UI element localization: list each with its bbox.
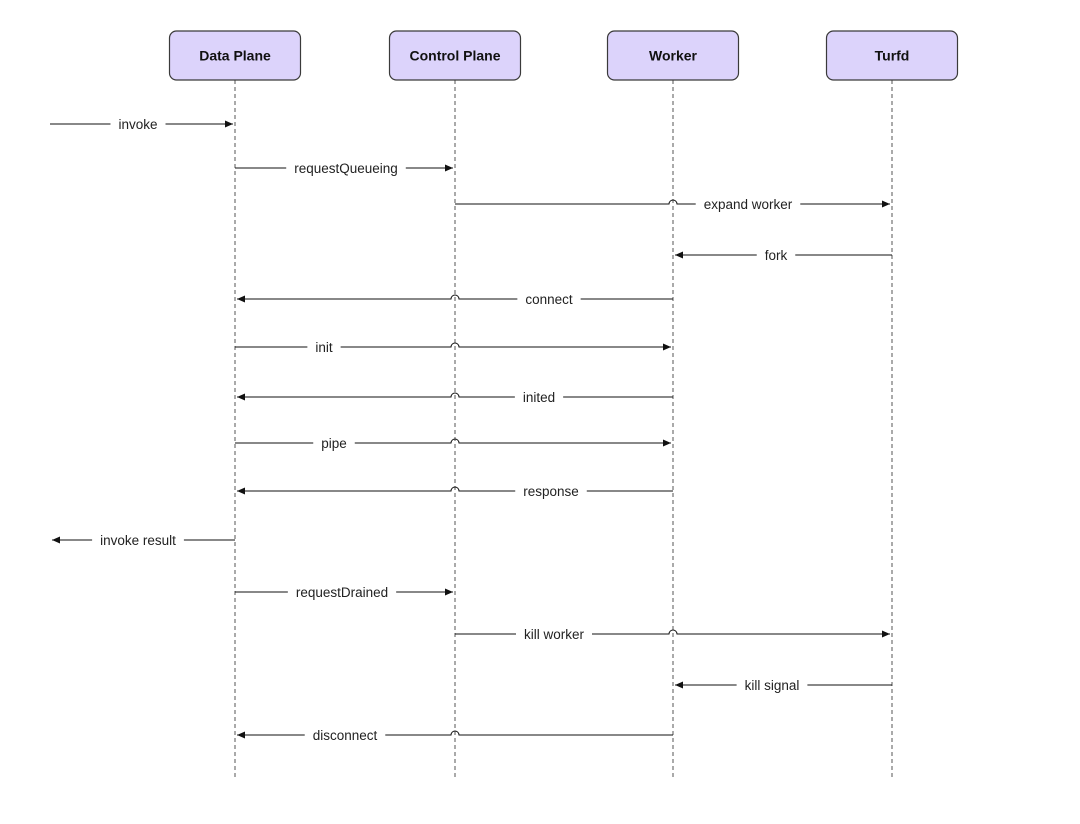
message-label: inited (523, 390, 555, 405)
participant-box (168, 30, 302, 81)
participants: Data Plane Control Plane Worker Turfd (168, 30, 959, 81)
message-line (235, 438, 671, 444)
arrow-head (237, 393, 245, 401)
message-label: pipe (321, 436, 347, 451)
arrow-head (445, 588, 453, 596)
participant-box (388, 30, 522, 81)
participant-label: Turfd (875, 48, 910, 64)
message-line (237, 294, 673, 300)
participant-label: Data Plane (199, 48, 271, 64)
message-label: kill worker (524, 627, 585, 642)
message-requestqueueing: requestQueueing (235, 161, 453, 176)
participant-dp: Data Plane (168, 30, 302, 81)
message-disconnect: disconnect (237, 728, 673, 743)
lifelines (234, 80, 893, 780)
message-line (237, 392, 673, 398)
arrow-head (52, 536, 60, 544)
message-response: response (237, 484, 673, 499)
message-label: init (315, 340, 333, 355)
message-label: expand worker (704, 197, 793, 212)
message-label: response (523, 484, 579, 499)
message-invoke: invoke (50, 117, 233, 132)
message-line (235, 342, 671, 348)
message-inited: inited (237, 390, 673, 405)
arrow-head (445, 164, 453, 172)
message-line (237, 486, 673, 492)
message-pipe: pipe (235, 436, 671, 451)
message-label: invoke (118, 117, 157, 132)
message-invoke-result: invoke result (52, 533, 235, 548)
message-init: init (235, 340, 671, 355)
arrow-head (237, 731, 245, 739)
participant-cp: Control Plane (388, 30, 522, 81)
participant-t: Turfd (825, 30, 959, 81)
message-label: requestQueueing (294, 161, 398, 176)
message-fork: fork (675, 248, 892, 263)
arrow-head (663, 343, 671, 351)
message-line (455, 629, 890, 635)
participant-label: Worker (649, 48, 698, 64)
arrow-head (663, 439, 671, 447)
participant-box (825, 30, 959, 81)
message-kill-signal: kill signal (675, 678, 892, 693)
message-label: connect (525, 292, 573, 307)
arrow-head (675, 681, 683, 689)
participant-box (606, 30, 740, 81)
arrow-head (237, 295, 245, 303)
arrow-head (675, 251, 683, 259)
message-line (455, 199, 890, 205)
message-label: requestDrained (296, 585, 388, 600)
arrow-head (237, 487, 245, 495)
message-line (237, 730, 673, 736)
participant-label: Control Plane (409, 48, 500, 64)
message-expand-worker: expand worker (455, 197, 890, 212)
message-connect: connect (237, 292, 673, 307)
arrow-head (882, 630, 890, 638)
participant-w: Worker (606, 30, 740, 81)
message-label: invoke result (100, 533, 176, 548)
message-requestdrained: requestDrained (235, 585, 453, 600)
arrow-head (882, 200, 890, 208)
messages: invoke requestQueueing expand worker fork co… (50, 117, 892, 743)
message-label: kill signal (745, 678, 800, 693)
message-kill-worker: kill worker (455, 627, 890, 642)
arrow-head (225, 120, 233, 128)
message-label: disconnect (313, 728, 378, 743)
message-label: fork (765, 248, 788, 263)
